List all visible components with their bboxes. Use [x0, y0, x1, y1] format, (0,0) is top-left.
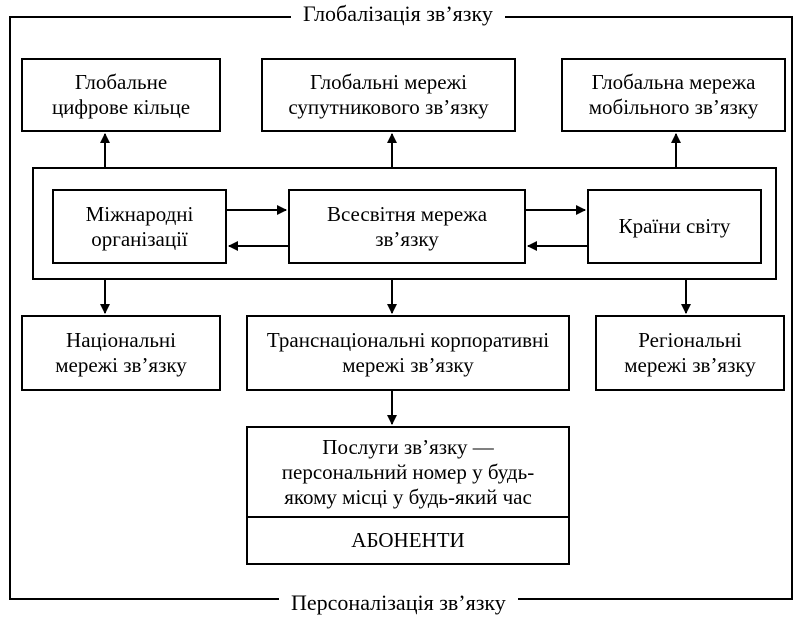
box-subscribers: АБОНЕНТИ	[246, 516, 570, 565]
global-satellite-label: Глобальні мережі супутникового зв’язку	[288, 70, 489, 119]
frame-top-label: Глобалізація зв’язку	[291, 1, 505, 27]
regional-networks-label: Регіональні мережі зв’язку	[624, 328, 756, 377]
frame-bottom-label: Персоналізація зв’язку	[279, 590, 518, 616]
box-services: Послуги зв’язку — персональний номер у б…	[246, 426, 570, 518]
box-worldwide-network: Всесвітня мережа зв’язку	[288, 189, 526, 264]
box-global-mobile: Глобальна мережа мобільного зв’язку	[561, 58, 786, 132]
global-digital-ring-label: Глобальне цифрове кільце	[51, 70, 191, 119]
transnational-networks-label: Транснаціональні корпоративні мережі зв’…	[266, 328, 550, 377]
worldwide-network-label: Всесвітня мережа зв’язку	[326, 201, 488, 251]
services-label: Послуги зв’язку — персональний номер у б…	[281, 434, 535, 509]
box-global-satellite: Глобальні мережі супутникового зв’язку	[261, 58, 516, 132]
box-transnational-networks: Транснаціональні корпоративні мережі зв’…	[246, 315, 570, 391]
box-global-digital-ring: Глобальне цифрове кільце	[21, 58, 221, 132]
subscribers-label: АБОНЕНТИ	[351, 528, 465, 552]
national-networks-label: Національні мережі зв’язку	[55, 328, 187, 377]
box-regional-networks: Регіональні мережі зв’язку	[595, 315, 785, 391]
box-countries: Країни світу	[587, 189, 762, 264]
countries-label: Країни світу	[618, 214, 731, 238]
international-orgs-label: Міжнародні організації	[85, 201, 194, 251]
global-mobile-label: Глобальна мережа мобільного зв’язку	[588, 70, 759, 119]
box-national-networks: Національні мережі зв’язку	[21, 315, 221, 391]
box-international-orgs: Міжнародні організації	[52, 189, 227, 264]
